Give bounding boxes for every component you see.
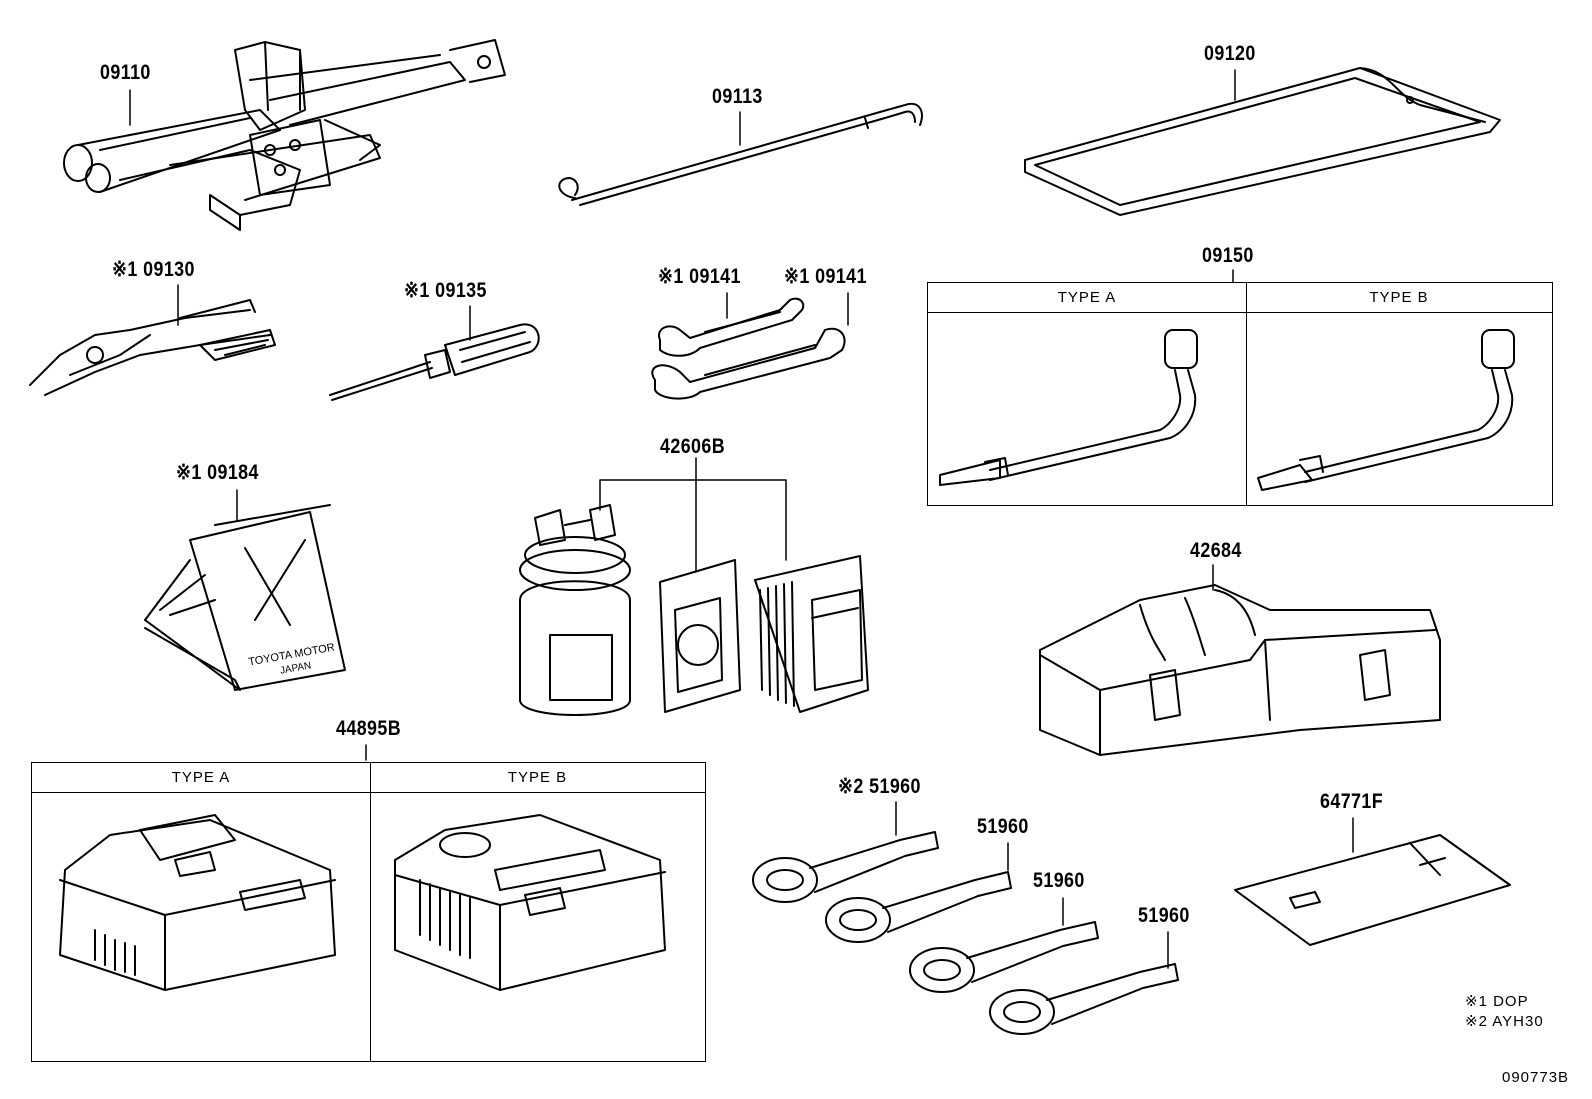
towing-eye-icon (752, 831, 939, 903)
part-label-51960-b: 51960 (977, 815, 1029, 838)
part-label-09113: 09113 (712, 85, 763, 108)
type-box-09150: TYPE A TYPE B (927, 282, 1553, 506)
part-label-09120: 09120 (1204, 42, 1256, 65)
towing-eye-icon (909, 921, 1099, 993)
type-divider (1246, 283, 1247, 505)
tool-box-icon (1039, 584, 1441, 756)
lug-wrench-icon (939, 329, 1198, 486)
type-a-header: TYPE A (32, 763, 370, 793)
part-label-09141-a: ※1 09141 (658, 265, 741, 288)
compressor-icon (394, 814, 666, 991)
part-label-09150: 09150 (1202, 244, 1254, 267)
screwdriver-icon (329, 323, 540, 401)
towing-eye-icon (825, 871, 1012, 943)
type-b-label: TYPE B (507, 769, 568, 786)
tool-pouch-icon (1234, 834, 1511, 946)
diagram-code: 090773B (1502, 1069, 1570, 1086)
part-label-09141-b: ※1 09141 (784, 265, 867, 288)
type-a-label: TYPE A (1057, 289, 1117, 306)
legend-item-1: ※1 DOP (1465, 993, 1529, 1010)
part-label-09110: 09110 (100, 61, 151, 84)
part-label-09184: ※1 09184 (176, 461, 259, 484)
leader-lines (129, 69, 1354, 969)
part-label-44895B: 44895B (336, 717, 402, 740)
wrench-icon (651, 297, 846, 400)
lug-wrench-icon (1257, 329, 1515, 491)
type-divider (370, 763, 371, 1061)
pliers-icon (29, 299, 276, 396)
part-label-64771F: 64771F (1320, 790, 1384, 813)
type-a-label: TYPE A (171, 769, 231, 786)
type-a-header: TYPE A (928, 283, 1246, 313)
part-label-09135: ※1 09135 (404, 279, 487, 302)
type-b-header: TYPE B (1246, 283, 1552, 313)
repair-kit-icon (519, 504, 869, 716)
compressor-icon (59, 814, 336, 991)
part-label-09130: ※1 09130 (112, 258, 195, 281)
type-b-header: TYPE B (370, 763, 705, 793)
type-b-label: TYPE B (1369, 289, 1429, 306)
wheel-chock-icon (144, 504, 346, 691)
part-label-51960-d: 51960 (1138, 904, 1190, 927)
part-label-42606B: 42606B (660, 435, 726, 458)
tool-bag-icon (1024, 67, 1501, 216)
towing-eye-icon (989, 963, 1179, 1035)
part-label-51960-a: ※2 51960 (838, 775, 921, 798)
part-label-42684: 42684 (1190, 539, 1242, 562)
legend: ※1 DOP ※2 AYH30 (1465, 992, 1544, 1032)
scissor-jack-icon (63, 39, 506, 231)
type-box-44895B: TYPE A TYPE B (31, 762, 706, 1062)
jack-handle-icon (558, 102, 923, 206)
part-label-51960-c: 51960 (1033, 869, 1085, 892)
legend-item-2: ※2 AYH30 (1465, 1013, 1544, 1030)
